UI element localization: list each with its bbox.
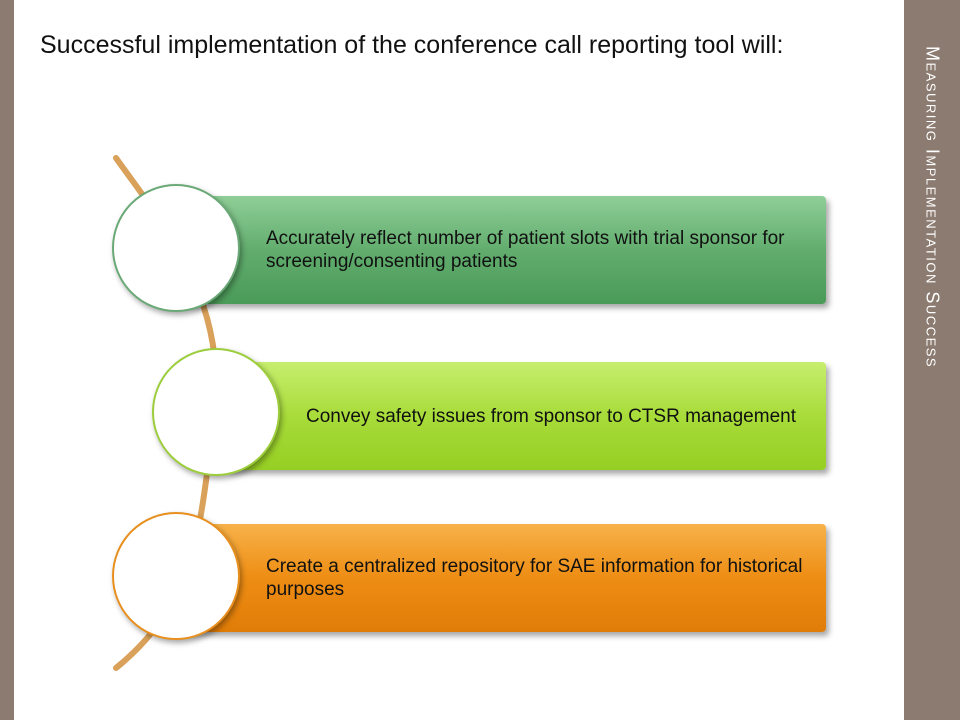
circle-marker-3 [112, 512, 240, 640]
list-item-3: Create a centralized repository for SAE … [186, 524, 826, 632]
list-item-1: Accurately reflect number of patient slo… [186, 196, 826, 304]
left-border [0, 0, 14, 720]
circle-marker-2 [152, 348, 280, 476]
side-panel [904, 0, 960, 720]
circle-marker-1 [112, 184, 240, 312]
slide-heading: Successful implementation of the confere… [40, 31, 784, 59]
list-item-text: Create a centralized repository for SAE … [266, 556, 803, 600]
side-title: Measuring Implementation Success [922, 46, 943, 369]
list-item-2: Convey safety issues from sponsor to CTS… [226, 362, 826, 470]
list-item-text: Convey safety issues from sponsor to CTS… [306, 405, 796, 427]
list-item-text: Accurately reflect number of patient slo… [266, 228, 785, 272]
